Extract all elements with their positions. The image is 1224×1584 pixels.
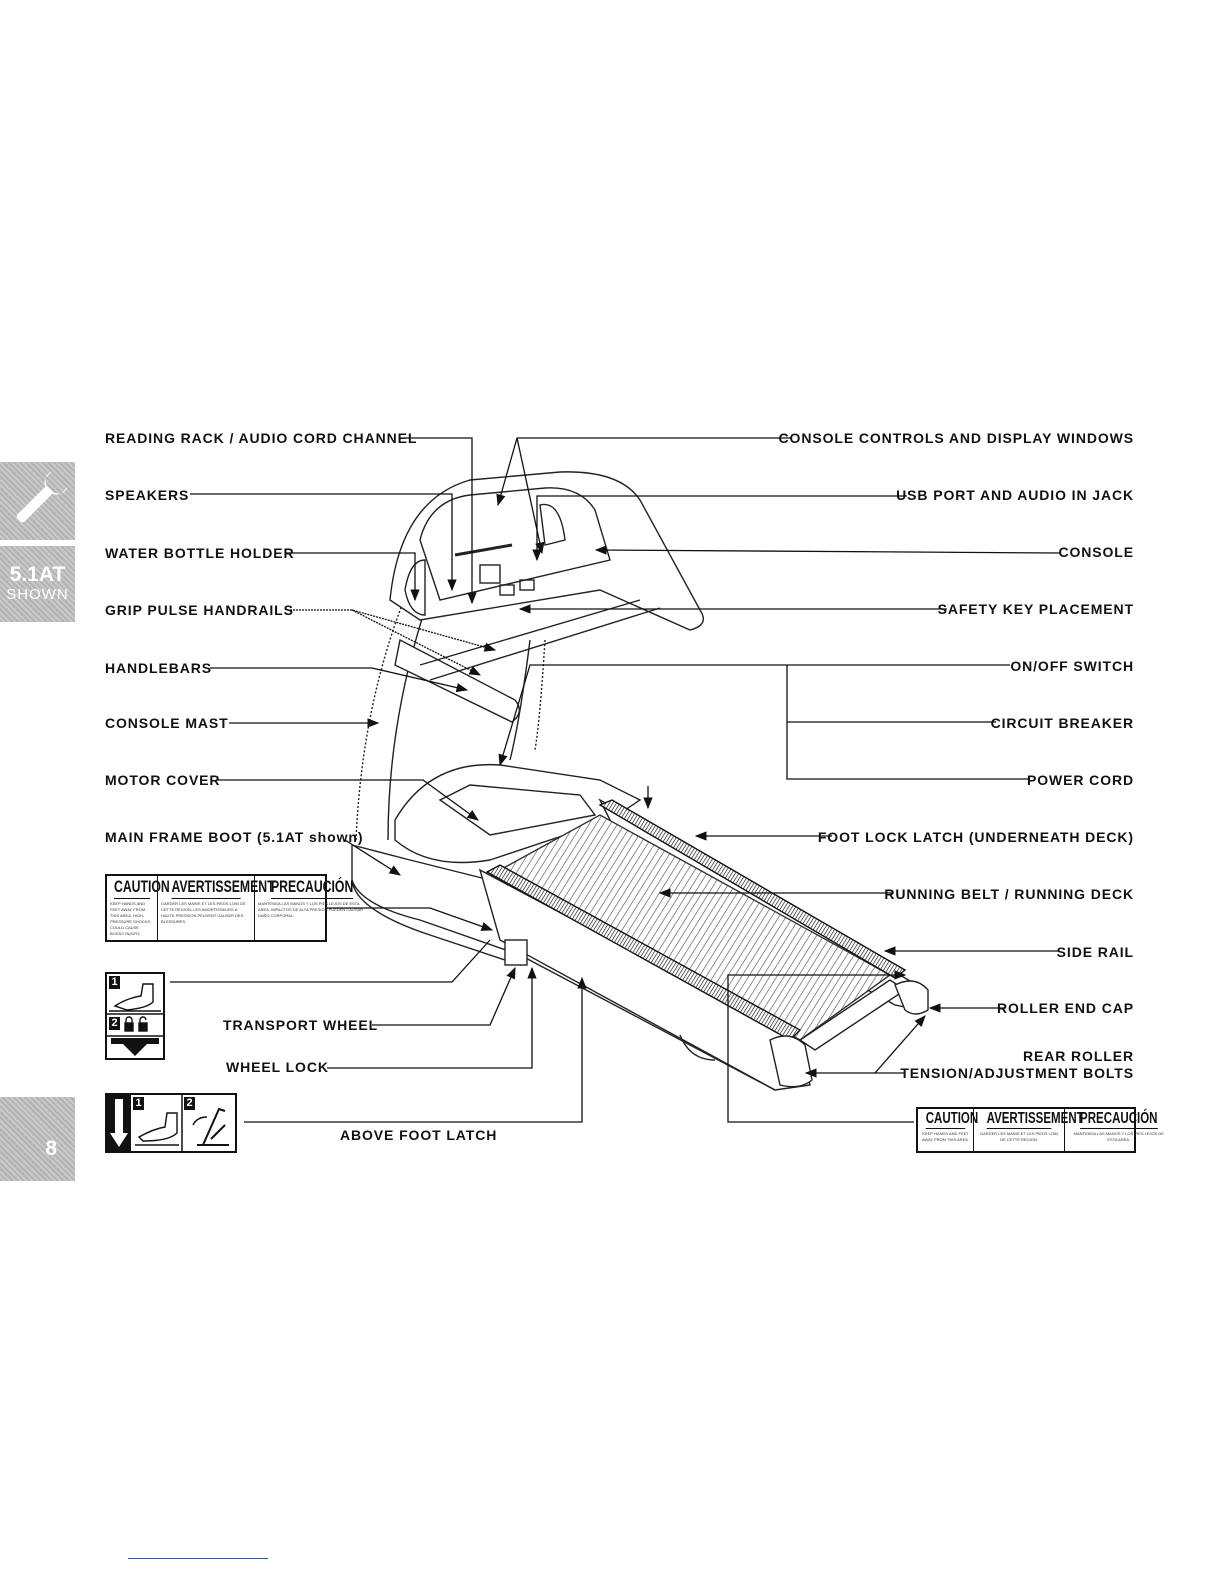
label-safety-key: SAFETY KEY PLACEMENT xyxy=(937,601,1134,617)
caution-label-left: CAUTION KEEP HANDS AND FEET AWAY FROM TH… xyxy=(105,874,363,942)
caution-header: AVERTISSEMENT xyxy=(986,1110,1084,1129)
lock-unlock-icon xyxy=(124,1016,148,1032)
caution-col-fr: AVERTISSEMENT GARDER LES MAINS ET LES PI… xyxy=(158,876,275,940)
label-console-controls: CONSOLE CONTROLS AND DISPLAY WINDOWS xyxy=(778,430,1134,446)
caution-header: PRECAUCIÓN xyxy=(271,876,354,899)
label-water-bottle-holder: WATER BOTTLE HOLDER xyxy=(105,545,295,561)
latch-icons xyxy=(107,1095,229,1151)
label-tension-bolts: TENSION/ADJUSTMENT BOLTS xyxy=(900,1065,1134,1081)
caution-col-es: PRECAUCIÓN MANTENGA LAS MANOS Y LOS PIES… xyxy=(255,876,369,940)
label-on-off-switch: ON/OFF SWITCH xyxy=(1010,658,1134,674)
label-power-cord: POWER CORD xyxy=(1027,772,1134,788)
caution-col-fr: AVERTISSEMENT GARDER LES MAINS ET LES PI… xyxy=(974,1109,1084,1151)
caution-text: GARDER LES MAINS ET LES PIEDS LOIN DE CE… xyxy=(980,1131,1058,1142)
caution-header: CAUTION xyxy=(114,876,170,899)
page-number: 8 xyxy=(45,1137,57,1160)
caution-text: KEEP HANDS AND FEET AWAY FROM THIS AREA. xyxy=(921,1131,970,1142)
caution-label-right: CAUTION KEEP HANDS AND FEET AWAY FROM TH… xyxy=(916,1107,1164,1153)
down-arrow-icon xyxy=(111,1038,159,1056)
model-note: SHOWN xyxy=(6,586,69,603)
caution-col-en: CAUTION KEEP HANDS AND FEET AWAY FROM TH… xyxy=(107,876,170,940)
transport-icons xyxy=(107,983,163,1056)
foot-press-icon xyxy=(135,1112,179,1146)
foot-press-icon xyxy=(109,983,161,1012)
label-usb-port: USB PORT AND AUDIO IN JACK xyxy=(896,487,1134,503)
step-number: 2 xyxy=(109,1017,120,1030)
label-wheel-lock: WHEEL LOCK xyxy=(226,1059,329,1075)
label-transport-wheel: TRANSPORT WHEEL xyxy=(223,1017,379,1033)
label-console-mast: CONSOLE MAST xyxy=(105,715,229,731)
tool-tab xyxy=(0,462,75,540)
step-number: 1 xyxy=(133,1097,144,1110)
label-running-belt: RUNNING BELT / RUNNING DECK xyxy=(884,886,1134,902)
caution-header: CAUTION xyxy=(925,1110,979,1129)
label-foot-lock-latch: FOOT LOCK LATCH (UNDERNEATH DECK) xyxy=(817,829,1134,845)
label-main-frame-boot: MAIN FRAME BOOT (5.1AT shown) xyxy=(105,829,364,845)
caution-text: MANTENGA LAS MANOS Y LOS PIES LEJOS DE E… xyxy=(1073,1131,1164,1142)
treadmill-fold-icon xyxy=(192,1107,229,1146)
model-tab: 5.1AT SHOWN xyxy=(0,546,75,622)
page-tab: 8 xyxy=(0,1097,75,1181)
treadmill-drawing xyxy=(351,471,929,1091)
label-handlebars: HANDLEBARS xyxy=(105,660,212,676)
label-speakers: SPEAKERS xyxy=(105,487,190,503)
label-above-foot-latch: ABOVE FOOT LATCH xyxy=(340,1127,498,1143)
caution-text: GARDER LES MAINS ET LES PIEDS LOIN DE CE… xyxy=(161,901,246,924)
label-reading-rack: READING RACK / AUDIO CORD CHANNEL xyxy=(105,430,418,446)
transport-pictogram: 1 2 xyxy=(105,972,165,1060)
label-console: CONSOLE xyxy=(1058,544,1134,560)
label-side-rail: SIDE RAIL xyxy=(1056,944,1134,960)
caution-col-en: CAUTION KEEP HANDS AND FEET AWAY FROM TH… xyxy=(918,1109,979,1151)
foot-latch-pictogram: 1 2 xyxy=(105,1093,237,1153)
wrench-icon xyxy=(16,471,68,523)
label-grip-pulse-handrails: GRIP PULSE HANDRAILS xyxy=(105,602,294,618)
caution-header: AVERTISSEMENT xyxy=(171,876,275,899)
caution-text: KEEP HANDS AND FEET AWAY FROM THIS AREA.… xyxy=(110,901,151,936)
model-number: 5.1AT xyxy=(9,563,66,586)
step-number: 2 xyxy=(184,1097,195,1110)
down-arrow-icon xyxy=(110,1099,128,1147)
leader-lines xyxy=(170,437,1061,1123)
label-circuit-breaker: CIRCUIT BREAKER xyxy=(990,715,1134,731)
step-number: 1 xyxy=(109,976,120,989)
caution-text: MANTENGA LAS MANOS Y LOS PIES LEJOS DE E… xyxy=(258,901,364,918)
caution-header: PRECAUCIÓN xyxy=(1080,1110,1158,1129)
footer-link-line xyxy=(128,1558,268,1559)
label-rear-roller: REAR ROLLER xyxy=(1022,1048,1134,1064)
caution-col-es: PRECAUCIÓN MANTENGA LAS MANOS Y LOS PIES… xyxy=(1065,1109,1173,1151)
label-roller-end-cap: ROLLER END CAP xyxy=(996,1000,1134,1016)
label-motor-cover: MOTOR COVER xyxy=(105,772,221,788)
